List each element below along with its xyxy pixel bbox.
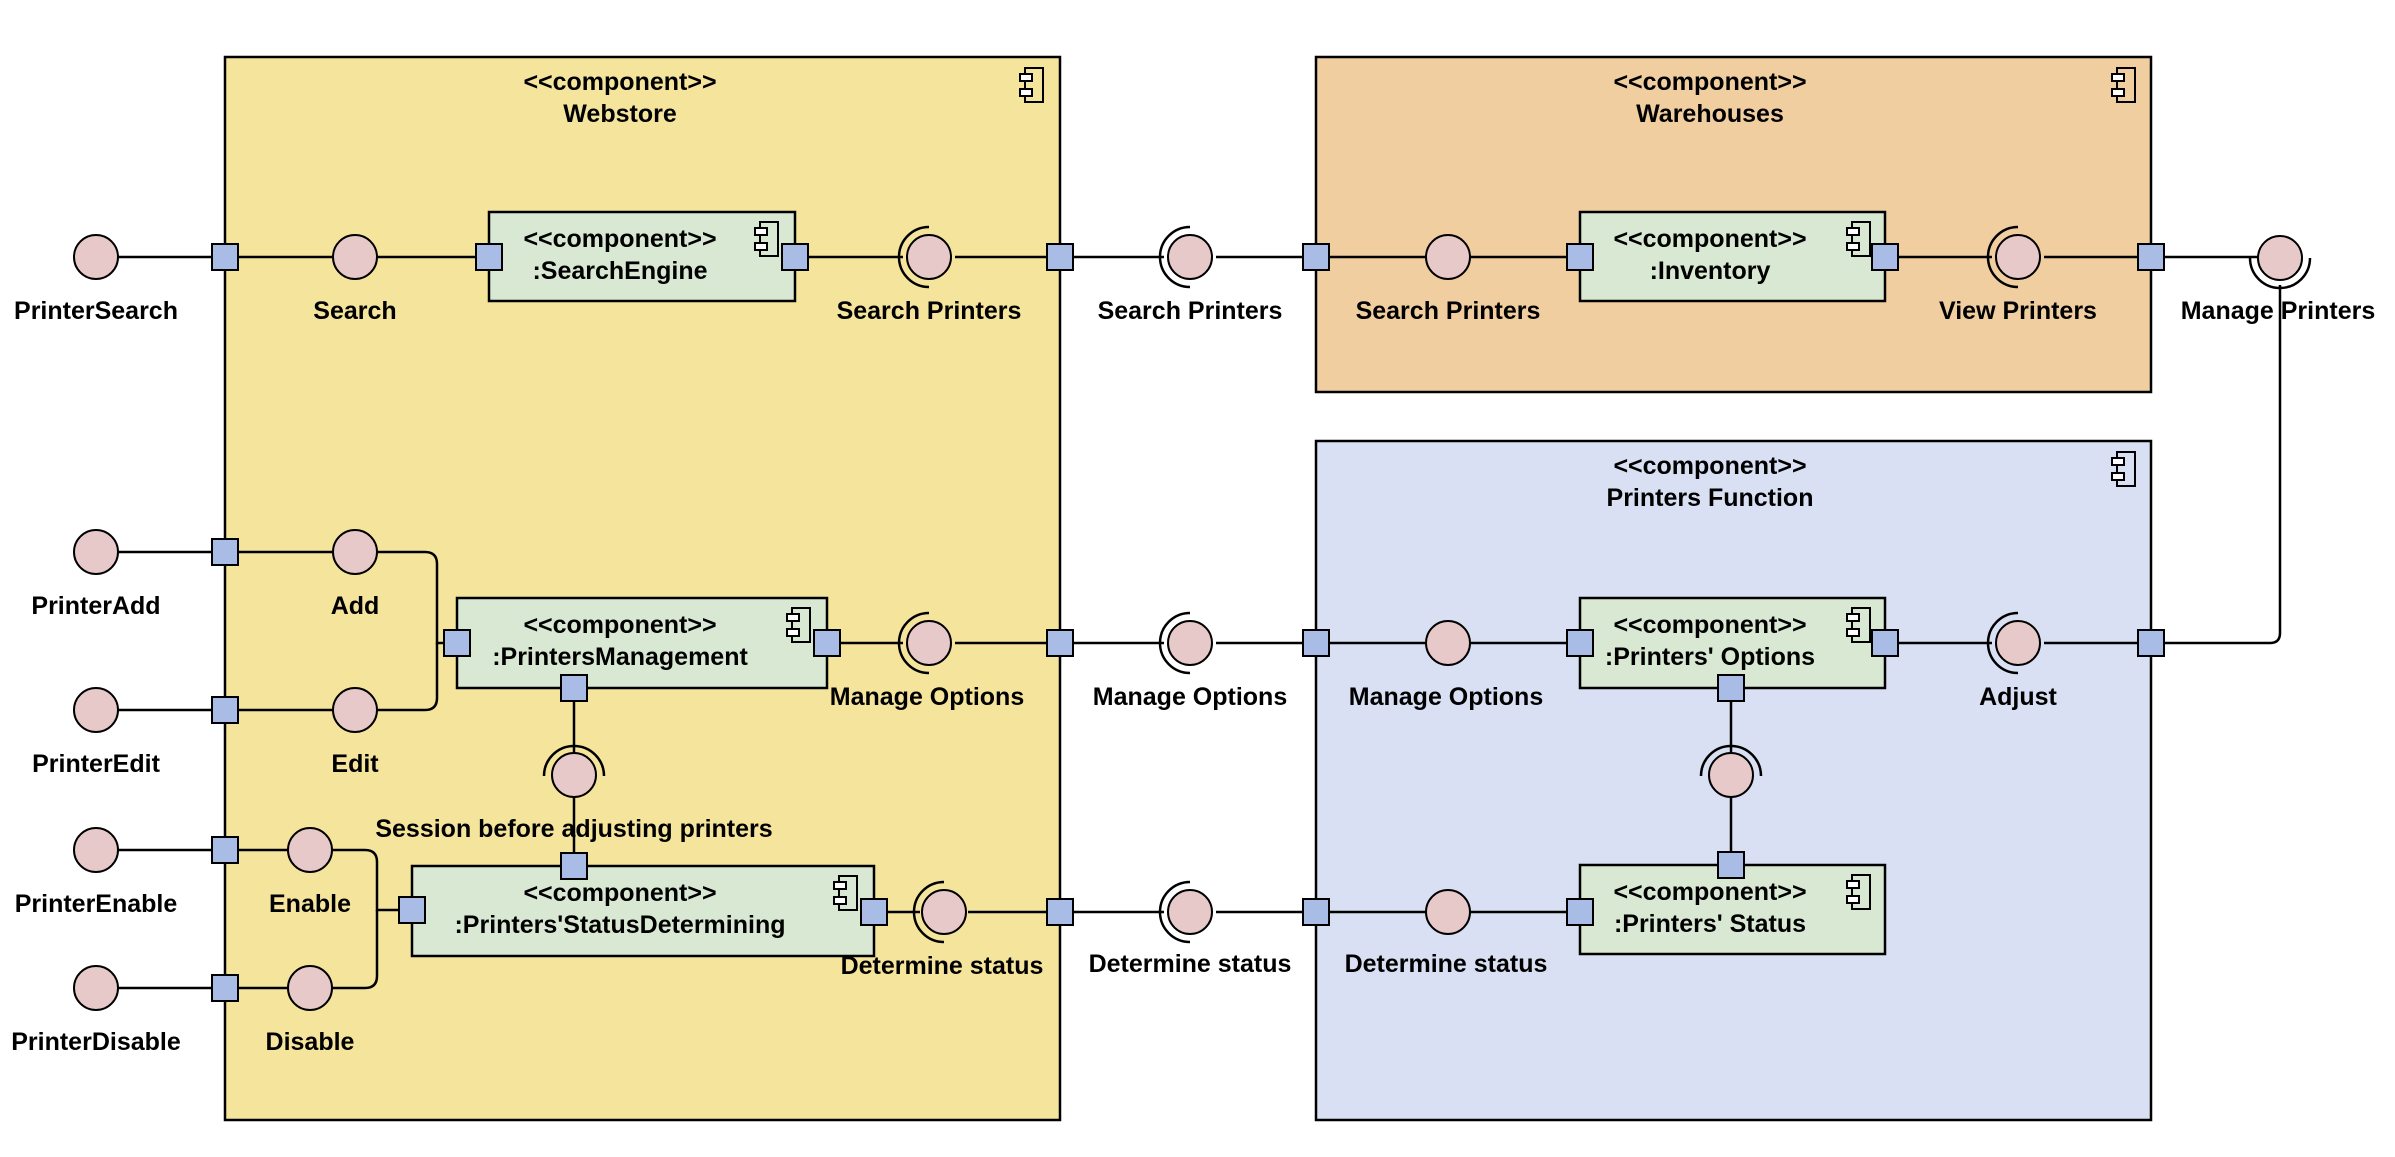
interface-label-manage-printers: Manage Printers [2181,297,2376,325]
status-determining-stereotype: <<component>> [523,879,716,907]
printers-status-stereotype: <<component>> [1613,878,1806,906]
component-icon [1019,67,1044,103]
required-sockets [542,225,2312,944]
interface-label-printer-disable: PrinterDisable [11,1028,181,1056]
interface-label-disable: Disable [266,1028,355,1056]
component-icon [786,607,811,643]
component-icon [833,875,858,911]
interface-label-manage-options-pf: Manage Options [1349,683,1543,711]
interface-label-add: Add [331,592,380,620]
interface-label-edit: Edit [331,750,379,778]
ports [211,243,2165,1002]
inventory-component[interactable]: <<component>> :Inventory [1578,210,1887,303]
inventory-stereotype: <<component>> [1613,225,1806,253]
printers-management-name: :PrintersManagement [492,643,748,671]
webstore-stereotype: <<component>> [523,68,716,96]
printers-function-stereotype: <<component>> [1613,452,1806,480]
interface-label-determine-status-pf: Determine status [1345,950,1548,978]
printers-management-stereotype: <<component>> [523,611,716,639]
printers-status-component[interactable]: <<component>> :Printers' Status [1578,863,1887,956]
search-engine-stereotype: <<component>> [523,225,716,253]
interface-label-search-printers-warehouse: Search Printers [1356,297,1541,325]
component-icon [1846,874,1871,910]
interface-label-printer-search: PrinterSearch [14,297,178,325]
component-icon [2111,67,2136,103]
printers-options-component[interactable]: <<component>> :Printers' Options [1578,596,1887,690]
component-icon [1846,607,1871,643]
provided-interfaces [73,234,2303,1011]
connectors [110,255,2282,990]
interface-label-adjust: Adjust [1979,683,2057,711]
status-determining-name: :Printers'StatusDetermining [454,911,785,939]
interface-label-printer-enable: PrinterEnable [15,890,178,918]
interface-label-session: Session before adjusting printers [375,815,772,843]
interface-label-manage-options-link: Manage Options [1093,683,1287,711]
interface-label-search: Search [313,297,396,325]
interface-label-manage-options: Manage Options [830,683,1024,711]
component-icon [1846,221,1871,257]
interface-label-search-printers: Search Printers [837,297,1022,325]
component-icon [754,221,779,257]
webstore-title: Webstore [563,100,677,128]
component-icon [2111,451,2136,487]
interface-label-determine-status-link: Determine status [1089,950,1292,978]
status-determining-component[interactable]: <<component>> :Printers'StatusDeterminin… [410,864,876,958]
printers-options-stereotype: <<component>> [1613,611,1806,639]
interface-label-determine-status: Determine status [841,952,1044,980]
warehouses-stereotype: <<component>> [1613,68,1806,96]
interface-label-printer-add: PrinterAdd [31,592,160,620]
printers-options-name: :Printers' Options [1605,643,1815,671]
printers-status-name: :Printers' Status [1614,910,1806,938]
search-engine-name: :SearchEngine [532,257,707,285]
interface-label-view-printers: View Printers [1939,297,2097,325]
interface-label-enable: Enable [269,890,351,918]
warehouses-title: Warehouses [1636,100,1784,128]
printers-management-component[interactable]: <<component>> :PrintersManagement [455,596,829,690]
interface-label-printer-edit: PrinterEdit [32,750,160,778]
interface-label-search-printers-link: Search Printers [1098,297,1283,325]
printers-function-title: Printers Function [1607,484,1814,512]
search-engine-component[interactable]: <<component>> :SearchEngine [487,210,797,303]
inventory-name: :Inventory [1650,257,1771,285]
